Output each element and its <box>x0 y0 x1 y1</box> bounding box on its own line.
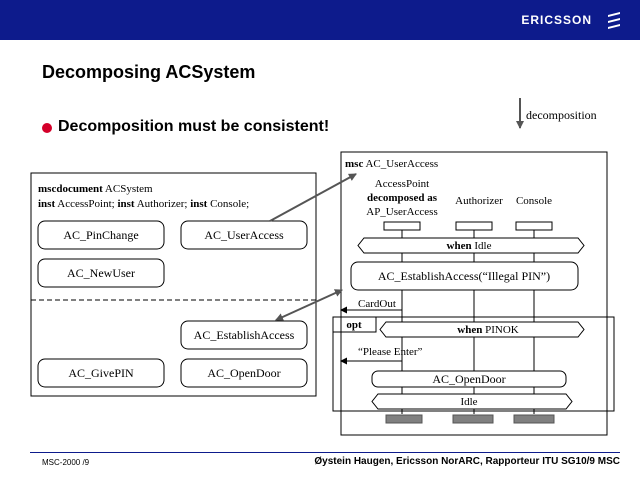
decomposition-arrow-establishaccess <box>275 289 343 321</box>
ref-opendoor-label: AC_OpenDoor <box>207 366 280 380</box>
msc-document-frame <box>30 172 317 397</box>
ref-givepin[interactable] <box>37 358 165 388</box>
ref-givepin-label: AC_GivePIN <box>68 366 134 380</box>
condition-idle-label: when Idle <box>447 240 492 252</box>
condition-idle-end <box>371 393 573 410</box>
opt-label: opt <box>346 319 362 331</box>
decomposition-target: AP_UserAccess <box>366 206 437 218</box>
ref-opendoor[interactable] <box>180 358 308 388</box>
legend-label: decomposition <box>526 108 597 122</box>
instance-console-name: Console <box>516 195 552 207</box>
ref-establishaccess-illegal-pin-label: AC_EstablishAccess(“Illegal PIN”) <box>378 269 550 283</box>
ref-useraccess[interactable] <box>180 220 308 250</box>
slide-title: Decomposing ACSystem <box>42 62 256 82</box>
ref-useraccess-label: AC_UserAccess <box>204 228 284 242</box>
decomposed-as-label: decomposed as <box>367 192 438 204</box>
brand-name: ERICSSON <box>521 13 592 27</box>
msc-header: msc AC_UserAccess <box>345 158 438 170</box>
opt-tab <box>333 317 377 333</box>
instance-end-authorizer <box>452 414 494 424</box>
instance-end-accesspoint <box>385 414 423 424</box>
condition-idle <box>357 237 585 254</box>
footer-author: Øystein Haugen, Ericsson NorARC, Rapport… <box>314 456 620 467</box>
ref-establishaccess-illegal-pin[interactable] <box>350 261 579 291</box>
top-banner <box>0 0 640 40</box>
msc-document-header: mscdocument ACSystem <box>38 183 153 195</box>
decomposition-arrow-useraccess <box>269 173 357 222</box>
instance-authorizer-name: Authorizer <box>455 195 503 207</box>
instance-head-accesspoint <box>383 221 421 231</box>
condition-pinok <box>379 321 585 338</box>
bullet-text: Decomposition must be consistent! <box>58 118 330 135</box>
msc-document-decl: inst AccessPoint; inst Authorizer; inst … <box>38 198 249 210</box>
instance-head-console <box>515 221 553 231</box>
ref-establishaccess[interactable] <box>180 320 308 350</box>
bullet-icon <box>42 123 52 133</box>
message-please-enter-label: “Please Enter” <box>358 346 423 358</box>
ref-newuser[interactable] <box>37 258 165 288</box>
msc-document: mscdocument ACSystem inst AccessPoint; i… <box>30 172 317 397</box>
ref-msc-opendoor[interactable] <box>371 370 567 388</box>
ref-pinchange[interactable] <box>37 220 165 250</box>
ref-pinchange-label: AC_PinChange <box>63 228 138 242</box>
ref-establishaccess-label: AC_EstablishAccess <box>194 328 295 342</box>
ref-newuser-label: AC_NewUser <box>67 266 135 280</box>
ericsson-logo-icon <box>608 12 620 29</box>
message-cardout-label: CardOut <box>358 298 396 310</box>
msc-useraccess: msc AC_UserAccess AccessPoint decomposed… <box>332 151 615 436</box>
instance-accesspoint-name: AccessPoint <box>375 178 429 190</box>
condition-idle-end-label: Idle <box>460 396 477 408</box>
instance-head-authorizer <box>455 221 493 231</box>
decomposition-legend: decomposition <box>516 98 597 129</box>
instance-end-console <box>513 414 555 424</box>
ref-msc-opendoor-label: AC_OpenDoor <box>432 372 505 386</box>
footer-slide-number: MSC-2000 /9 <box>42 458 90 467</box>
condition-pinok-label: when PINOK <box>457 324 518 336</box>
footer-rule <box>30 452 620 453</box>
opt-frame <box>332 316 615 412</box>
